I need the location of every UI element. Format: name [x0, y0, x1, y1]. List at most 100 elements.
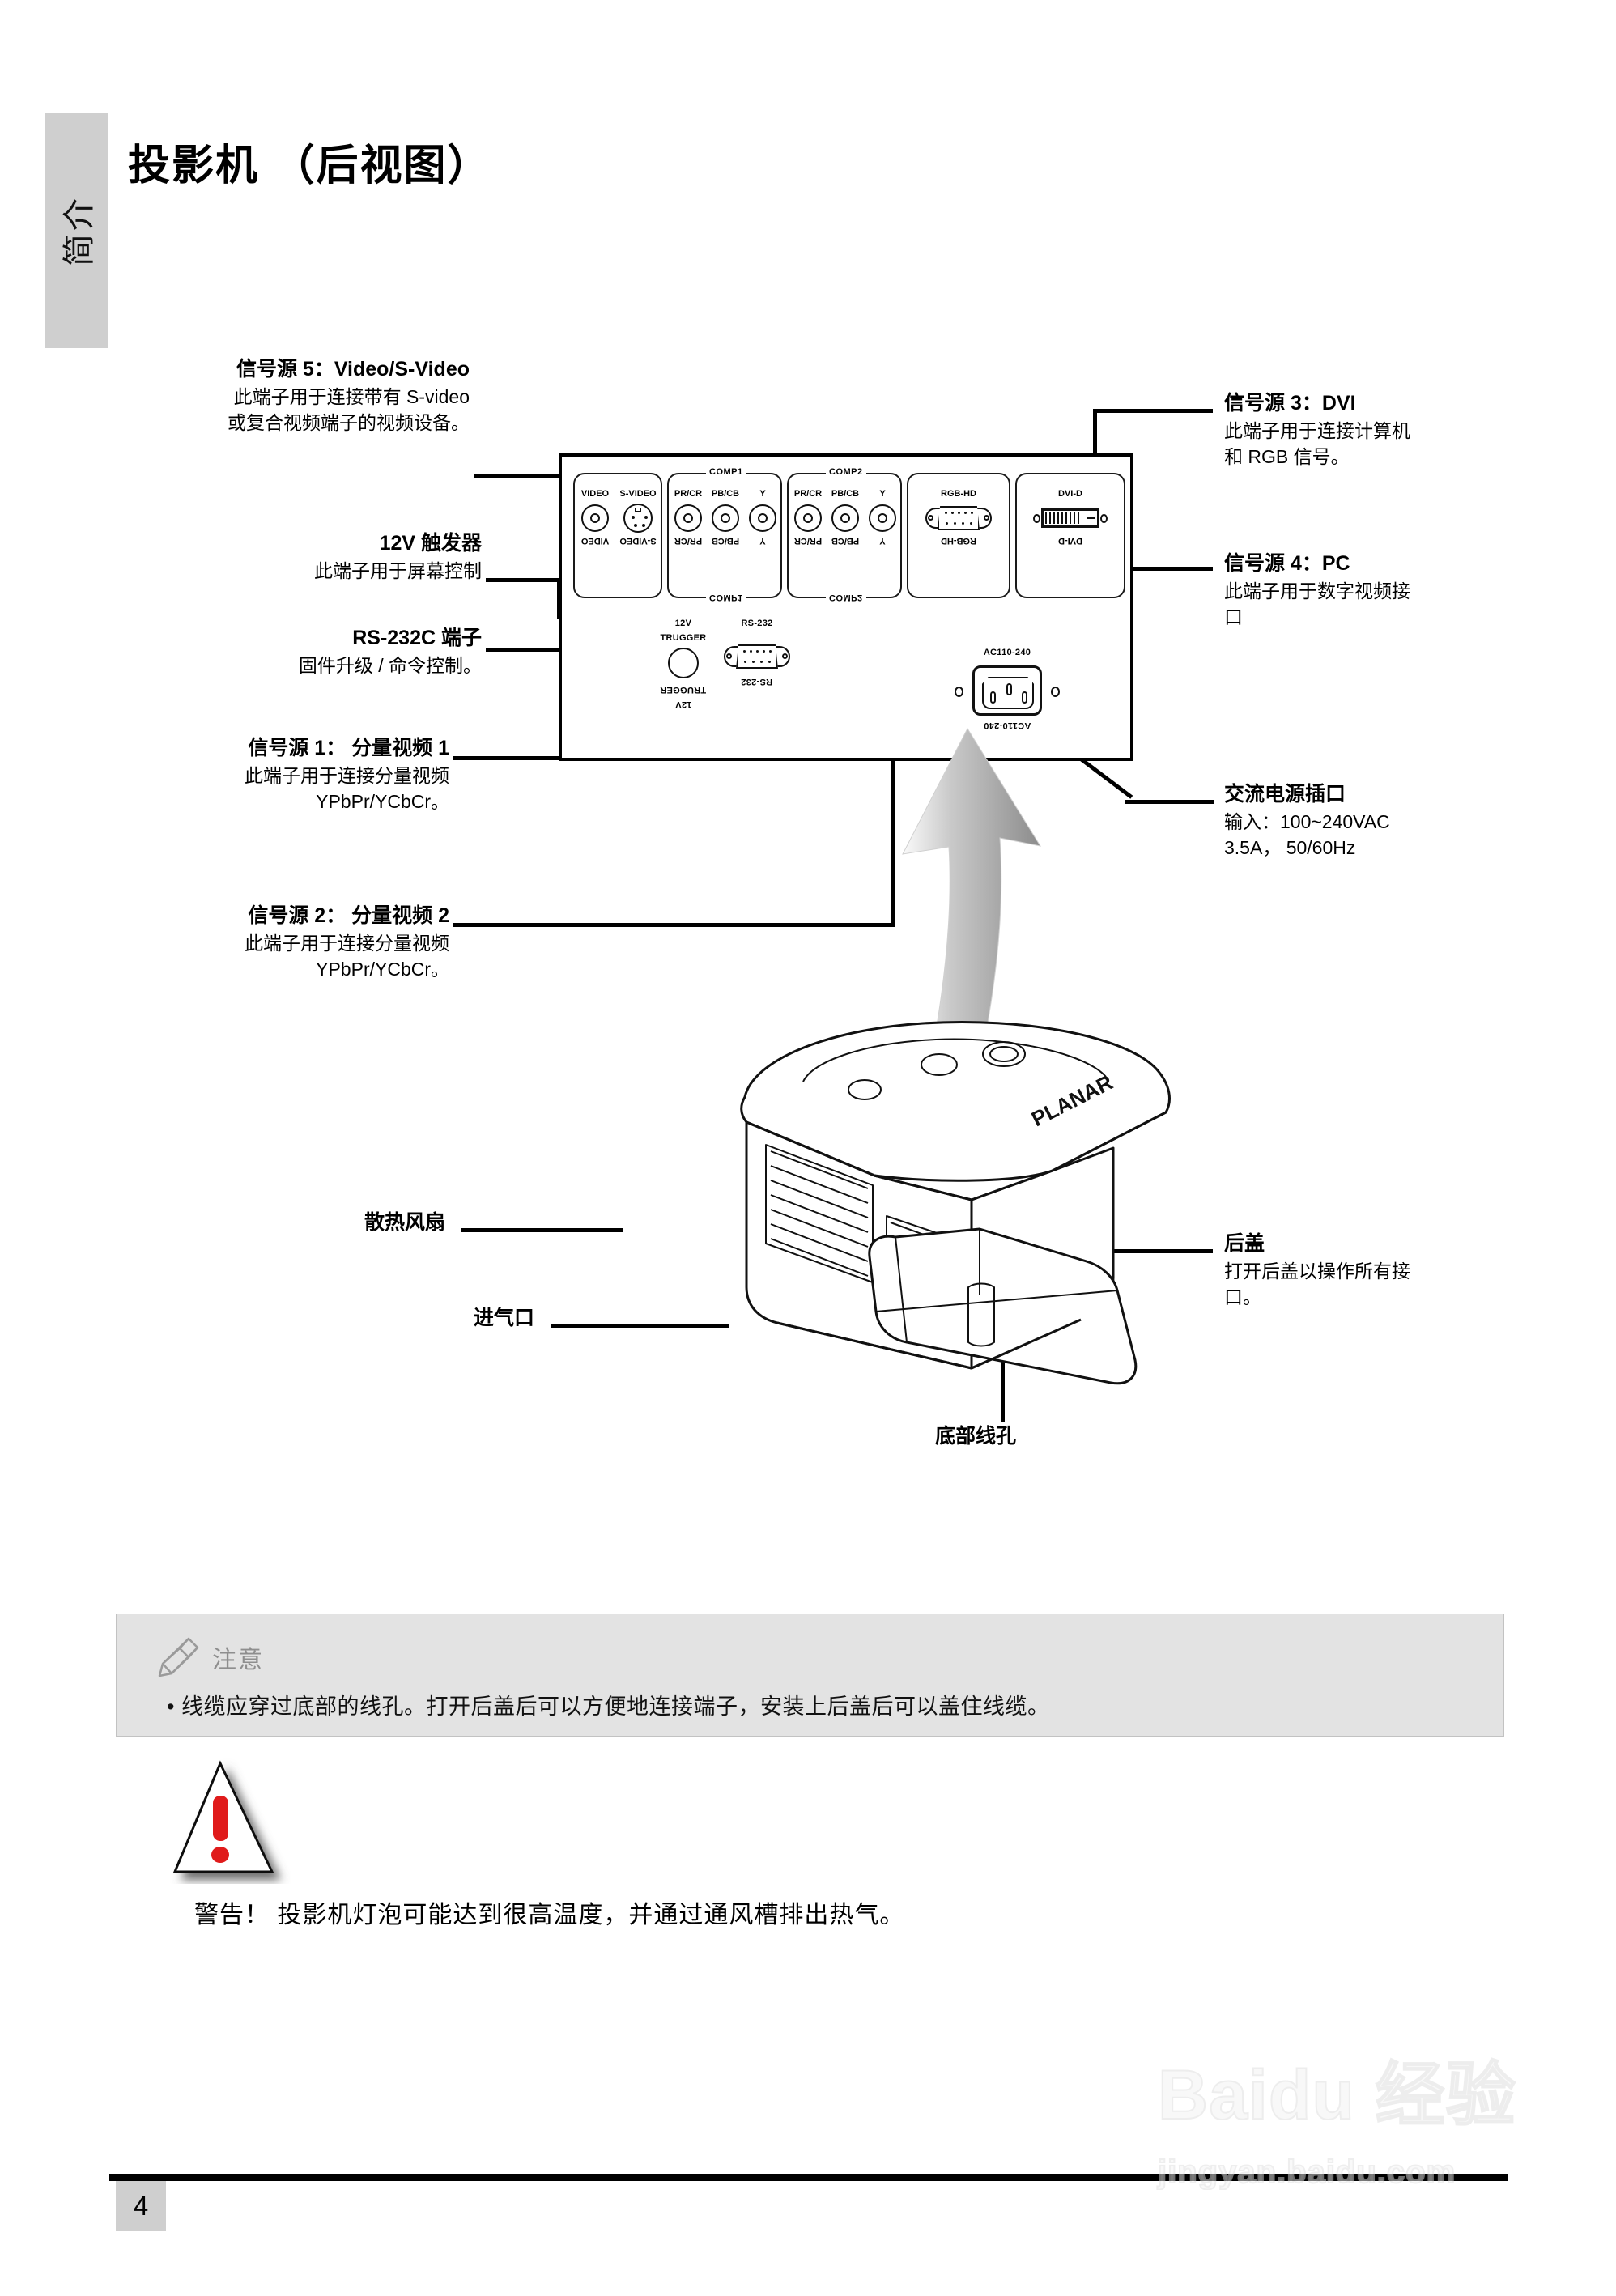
- rca-connector-icon: [749, 504, 776, 532]
- callout-source1: 信号源 1： 分量视频 1 此端子用于连接分量视频 YPbPr/YCbCr。: [113, 735, 449, 815]
- rs232-label: RS-232: [741, 619, 773, 628]
- leader-line-source2-v: [891, 597, 895, 925]
- callout-12v-trigger-desc-1: 此端子用于屏幕控制: [314, 559, 482, 581]
- jack-rgb-hd[interactable]: RGB-HD RGB-HD: [913, 486, 1004, 546]
- rca-connector-icon: [831, 504, 859, 532]
- leader-line-ac: [1125, 800, 1214, 804]
- trigger-12v-label-2: TRUGGER: [660, 633, 707, 643]
- callout-rear-cover: 后盖 打开后盖以操作所有接 口。: [1224, 1231, 1524, 1311]
- jack-comp2-y[interactable]: Y Y: [864, 486, 901, 546]
- jack-comp1-pr[interactable]: PR/CR PR/CR: [670, 486, 707, 546]
- callout-rs232c: RS-232C 端子 固件升级 / 命令控制。: [162, 625, 482, 678]
- leader-line-source3: [1093, 409, 1213, 413]
- rs232-group[interactable]: RS-232 RS-232: [712, 615, 802, 688]
- jack-group-video: [573, 473, 662, 598]
- rca-connector-icon: [869, 504, 896, 532]
- jack-group-comp2-label-mirror: COMP2: [826, 593, 866, 602]
- watermark: Baidu 经验 jingyan.baidu.com: [1157, 2056, 1546, 2247]
- callout-source1-desc-2: YPbPr/YCbCr。: [316, 791, 449, 813]
- jack-comp1-y-label: Y: [759, 489, 766, 499]
- watermark-main: Baidu 经验: [1157, 2056, 1516, 2134]
- jack-dvi-d-label-mirror: DVI-D: [1058, 536, 1082, 546]
- callout-cooling-fan-title: 散热风扇: [364, 1211, 445, 1234]
- jack-comp2-pr[interactable]: PR/CR PR/CR: [789, 486, 827, 546]
- jack-group-comp1-label: COMP1: [706, 467, 746, 477]
- jack-s-video[interactable]: S-VIDEO S-VIDEO: [615, 486, 661, 546]
- callout-rear-cover-title: 后盖: [1224, 1232, 1265, 1255]
- trigger-12v-label-1: 12V: [674, 619, 692, 628]
- section-tab-label: 简介: [62, 195, 97, 266]
- jack-comp1-pr-label-mirror: PR/CR: [674, 536, 703, 546]
- jack-video-label-mirror: VIDEO: [580, 536, 610, 546]
- footer-rule: [109, 2174, 1508, 2181]
- callout-cooling-fan: 散热风扇: [243, 1210, 445, 1237]
- callout-rear-cover-desc-1: 打开后盖以操作所有接: [1224, 1260, 1410, 1282]
- leader-line-source2: [453, 923, 895, 927]
- rca-connector-icon: [581, 504, 609, 532]
- callout-source4-desc-1: 此端子用于数字视频接: [1224, 580, 1410, 602]
- jack-group-comp2: [787, 473, 902, 598]
- leader-line-fan: [461, 1228, 623, 1232]
- d-sub-connector-icon: [925, 504, 992, 532]
- jack-comp2-pr-label: PR/CR: [793, 489, 823, 499]
- jack-video[interactable]: VIDEO VIDEO: [575, 486, 615, 546]
- warning-triangle-icon: [172, 1760, 274, 1873]
- trigger-12v-group[interactable]: 12V TRUGGER TRUGGER 12V: [651, 615, 716, 711]
- jack-comp1-pb[interactable]: PB/CB PB/CB: [707, 486, 744, 546]
- jack-video-label: VIDEO: [580, 489, 610, 499]
- warning-text: 警告！ 投影机灯泡可能达到很高温度，并通过通风槽排出热气。: [194, 1902, 905, 1928]
- callout-ac-power: 交流电源插口 输入：100~240VAC 3.5A， 50/60Hz: [1224, 781, 1532, 861]
- jack-dvi-d[interactable]: DVI-D DVI-D: [1020, 486, 1121, 546]
- trigger-jack-icon: [668, 648, 699, 678]
- jack-comp1-y[interactable]: Y Y: [744, 486, 781, 546]
- callout-12v-trigger-title: 12V 触发器: [379, 532, 482, 555]
- jack-group-comp2-label: COMP2: [826, 467, 866, 477]
- leader-line-rear-cover: [1099, 1249, 1213, 1253]
- section-tab: 简介: [45, 113, 108, 348]
- jack-comp2-pr-label-mirror: PR/CR: [793, 536, 823, 546]
- callout-ac-power-title: 交流电源插口: [1224, 783, 1346, 806]
- callout-air-intake-title: 进气口: [473, 1307, 534, 1329]
- projector-illustration: PLANAR: [740, 1020, 1171, 1385]
- jack-comp2-pb-label: PB/CB: [831, 489, 860, 499]
- callout-source1-title: 信号源 1： 分量视频 1: [248, 737, 449, 759]
- jack-s-video-label-mirror: S-VIDEO: [619, 536, 657, 546]
- dvi-connector-icon: [1031, 505, 1109, 531]
- jack-dvi-d-label: DVI-D: [1058, 489, 1082, 499]
- callout-source2: 信号源 2： 分量视频 2 此端子用于连接分量视频 YPbPr/YCbCr。: [113, 903, 449, 983]
- callout-bottom-cable-hole: 底部线孔: [935, 1423, 1146, 1451]
- jack-group-comp1-label-mirror: COMP1: [706, 593, 746, 602]
- page-number: 4: [116, 2181, 166, 2231]
- rear-connector-panel: VIDEO VIDEO S-VIDEO S-VIDEO COMP1 COMP1: [559, 453, 1133, 761]
- jack-comp2-y-label: Y: [879, 489, 886, 499]
- jack-comp2-y-label-mirror: Y: [879, 536, 886, 546]
- callout-source5-title: 信号源 5：Video/S-Video: [236, 358, 470, 381]
- callout-ac-power-desc-2: 3.5A， 50/60Hz: [1224, 837, 1356, 859]
- callout-source3-desc-1: 此端子用于连接计算机: [1224, 419, 1410, 441]
- callout-source4-desc-2: 口: [1224, 606, 1243, 628]
- trigger-12v-label-1-mirror: 12V: [674, 699, 692, 709]
- callout-ac-power-desc-1: 输入：100~240VAC: [1224, 810, 1390, 832]
- callout-source3-title: 信号源 3：DVI: [1224, 392, 1356, 415]
- iec-inlet-icon: [972, 665, 1042, 716]
- ac-inlet-label: AC110-240: [983, 648, 1031, 657]
- callout-rs232c-title: RS-232C 端子: [352, 627, 482, 649]
- jack-rgb-hd-label-mirror: RGB-HD: [941, 536, 976, 546]
- rca-connector-icon: [712, 504, 739, 532]
- callout-source5: 信号源 5：Video/S-Video 此端子用于连接带有 S-video 或复…: [121, 356, 470, 436]
- exclamation-dot: [211, 1847, 229, 1863]
- ac-power-inlet-group[interactable]: AC110-240 AC110-240: [942, 644, 1072, 732]
- note-title: 注意: [212, 1647, 264, 1673]
- callout-bottom-cable-hole-title: 底部线孔: [935, 1425, 1017, 1448]
- jack-comp1-y-label-mirror: Y: [759, 536, 766, 546]
- jack-rgb-hd-label: RGB-HD: [941, 489, 976, 499]
- callout-source5-desc-1: 此端子用于连接带有 S-video: [233, 385, 470, 407]
- jack-comp2-pb[interactable]: PB/CB PB/CB: [827, 486, 864, 546]
- leader-line-intake: [551, 1324, 729, 1328]
- callout-source3: 信号源 3：DVI 此端子用于连接计算机 和 RGB 信号。: [1224, 390, 1532, 470]
- rca-connector-icon: [674, 504, 702, 532]
- page-title: 投影机 （后视图）: [128, 142, 491, 189]
- callout-air-intake: 进气口: [332, 1305, 534, 1333]
- jack-group-dvi-d: [1015, 473, 1125, 598]
